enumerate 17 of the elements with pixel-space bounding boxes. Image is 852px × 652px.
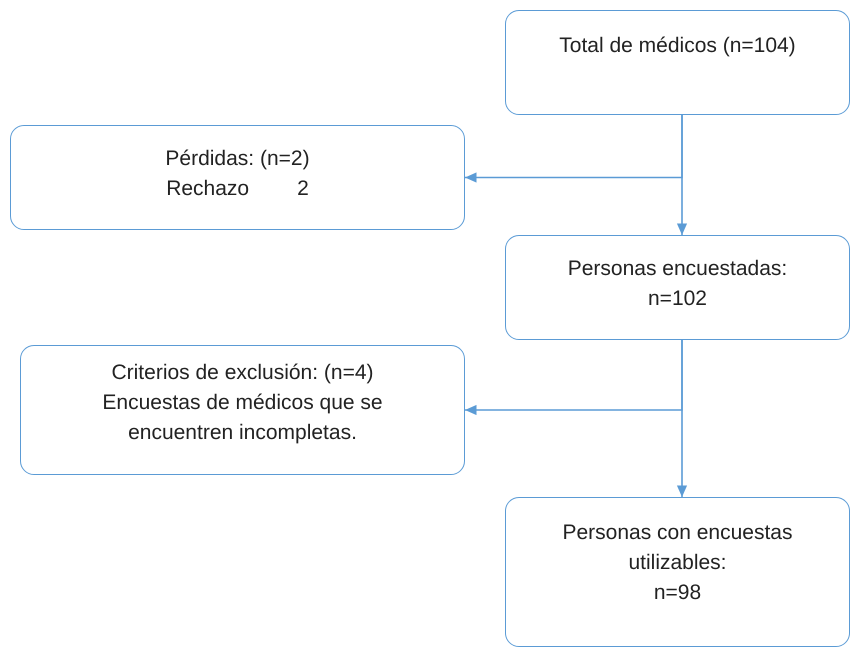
process-box xyxy=(505,235,850,340)
process-box xyxy=(505,10,850,115)
box-heading: Personas con encuestas utilizables: xyxy=(562,520,794,576)
box-heading: Personas encuestadas: xyxy=(566,256,788,282)
box-text: n=102 xyxy=(647,286,708,312)
arrow xyxy=(465,340,683,416)
row-label: Rechazo xyxy=(166,176,250,202)
box-heading: Criterios de exclusión: (n=4) xyxy=(110,360,375,386)
box-text: Encuestas de médicos que se encuentren incompletas. xyxy=(101,390,384,446)
process-box xyxy=(20,345,465,475)
row-value: 2 xyxy=(297,176,309,202)
box-text: n=98 xyxy=(652,580,702,606)
arrow xyxy=(465,115,683,183)
box-heading: Pérdidas: (n=2) xyxy=(165,146,310,172)
box-heading: Total de médicos (n=104) xyxy=(558,33,797,59)
process-box xyxy=(505,497,850,647)
process-box xyxy=(10,125,465,230)
